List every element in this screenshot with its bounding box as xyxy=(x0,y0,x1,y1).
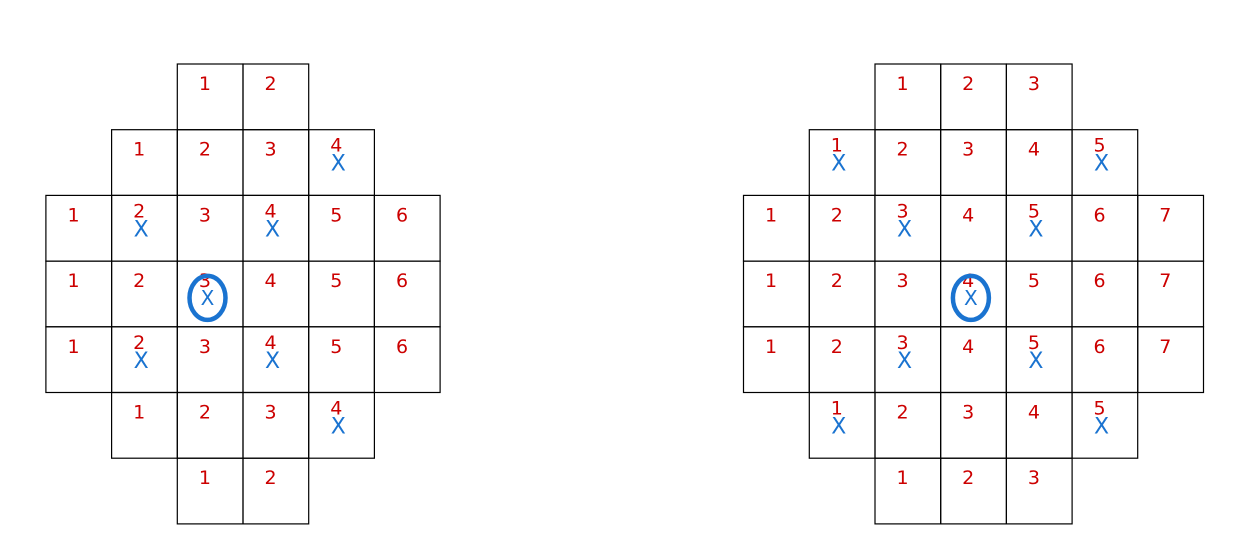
cell-number: 2 xyxy=(831,336,843,358)
cell-x-mark: X xyxy=(265,349,280,374)
cell-number: 2 xyxy=(265,73,277,95)
cell-number: 6 xyxy=(1094,336,1106,358)
cell-number: 3 xyxy=(199,204,211,226)
grid-cell xyxy=(308,391,376,459)
cell-number: 2 xyxy=(199,402,211,424)
cell-number: 2 xyxy=(199,139,211,161)
cell-number: 3 xyxy=(962,402,974,424)
cell-x-mark: X xyxy=(134,349,149,374)
cell-number: 2 xyxy=(962,467,974,489)
cell-number: 4 xyxy=(265,332,277,354)
cell-number: 2 xyxy=(133,270,145,292)
cell-number: 1 xyxy=(831,398,843,420)
cell-number: 6 xyxy=(1094,270,1106,292)
cell-number: 5 xyxy=(1028,200,1040,222)
cell-number: 3 xyxy=(1028,73,1040,95)
cell-x-mark: X xyxy=(331,152,346,177)
cell-number: 6 xyxy=(396,336,408,358)
cell-number: 6 xyxy=(396,204,408,226)
cell-number: 7 xyxy=(1159,204,1171,226)
cell-x-mark: X xyxy=(1028,349,1043,374)
grid-cell xyxy=(1137,326,1205,394)
cell-x-mark: X xyxy=(265,217,280,242)
cell-number: 1 xyxy=(896,467,908,489)
center-circle-icon xyxy=(187,273,228,323)
cell-x-mark: X xyxy=(1094,152,1109,177)
center-x-mark: X xyxy=(201,286,215,310)
cell-number: 4 xyxy=(330,398,342,420)
cell-number: 2 xyxy=(896,402,908,424)
cell-number: 2 xyxy=(133,200,145,222)
cell-number: 5 xyxy=(1028,270,1040,292)
grid-cell xyxy=(373,326,441,394)
cell-number: 7 xyxy=(1159,270,1171,292)
cell-number: 1 xyxy=(896,73,908,95)
cell-number: 5 xyxy=(330,336,342,358)
cell-x-mark: X xyxy=(897,349,912,374)
cell-number: 3 xyxy=(265,402,277,424)
cell-number: 2 xyxy=(265,467,277,489)
cell-number: 3 xyxy=(265,139,277,161)
cell-number: 3 xyxy=(962,139,974,161)
cell-number: 5 xyxy=(1028,332,1040,354)
cell-x-mark: X xyxy=(897,217,912,242)
center-x-mark: X xyxy=(964,286,978,310)
cell-number: 3 xyxy=(896,332,908,354)
cell-number: 7 xyxy=(1159,336,1171,358)
cell-number: 4 xyxy=(1028,139,1040,161)
cell-number: 6 xyxy=(396,270,408,292)
cell-x-mark: X xyxy=(831,152,846,177)
cell-number: 1 xyxy=(831,135,843,157)
cell-x-mark: X xyxy=(134,217,149,242)
center-circle-icon xyxy=(950,273,992,323)
cell-number: 1 xyxy=(765,336,777,358)
cell-number: 4 xyxy=(962,336,974,358)
cell-number: 2 xyxy=(831,204,843,226)
cell-number: 4 xyxy=(265,270,277,292)
cell-number: 3 xyxy=(896,200,908,222)
cell-number: 5 xyxy=(330,270,342,292)
cell-number: 4 xyxy=(265,200,277,222)
cell-number: 4 xyxy=(962,204,974,226)
cell-number: 6 xyxy=(1094,204,1106,226)
cell-number: 4 xyxy=(330,135,342,157)
cell-number: 2 xyxy=(831,270,843,292)
cell-number: 2 xyxy=(133,332,145,354)
cell-number: 5 xyxy=(1094,135,1106,157)
cell-x-mark: X xyxy=(331,415,346,440)
grid-cell xyxy=(1005,457,1073,525)
cell-number: 1 xyxy=(67,270,79,292)
grid-cell xyxy=(242,457,310,525)
cell-number: 5 xyxy=(1094,398,1106,420)
cell-number: 1 xyxy=(133,402,145,424)
cell-x-mark: X xyxy=(1094,415,1109,440)
cell-number: 5 xyxy=(330,204,342,226)
cell-number: 1 xyxy=(765,204,777,226)
cell-number: 2 xyxy=(962,73,974,95)
cell-number: 2 xyxy=(896,139,908,161)
grid-cell xyxy=(1071,391,1139,459)
cell-number: 1 xyxy=(67,204,79,226)
cell-number: 1 xyxy=(765,270,777,292)
cell-number: 3 xyxy=(199,336,211,358)
cell-number: 1 xyxy=(133,139,145,161)
cell-number: 3 xyxy=(1028,467,1040,489)
cell-x-mark: X xyxy=(1028,217,1043,242)
cell-number: 1 xyxy=(199,73,211,95)
cell-number: 3 xyxy=(896,270,908,292)
cell-number: 4 xyxy=(1028,402,1040,424)
cell-number: 1 xyxy=(67,336,79,358)
cell-number: 1 xyxy=(199,467,211,489)
cell-x-mark: X xyxy=(831,415,846,440)
